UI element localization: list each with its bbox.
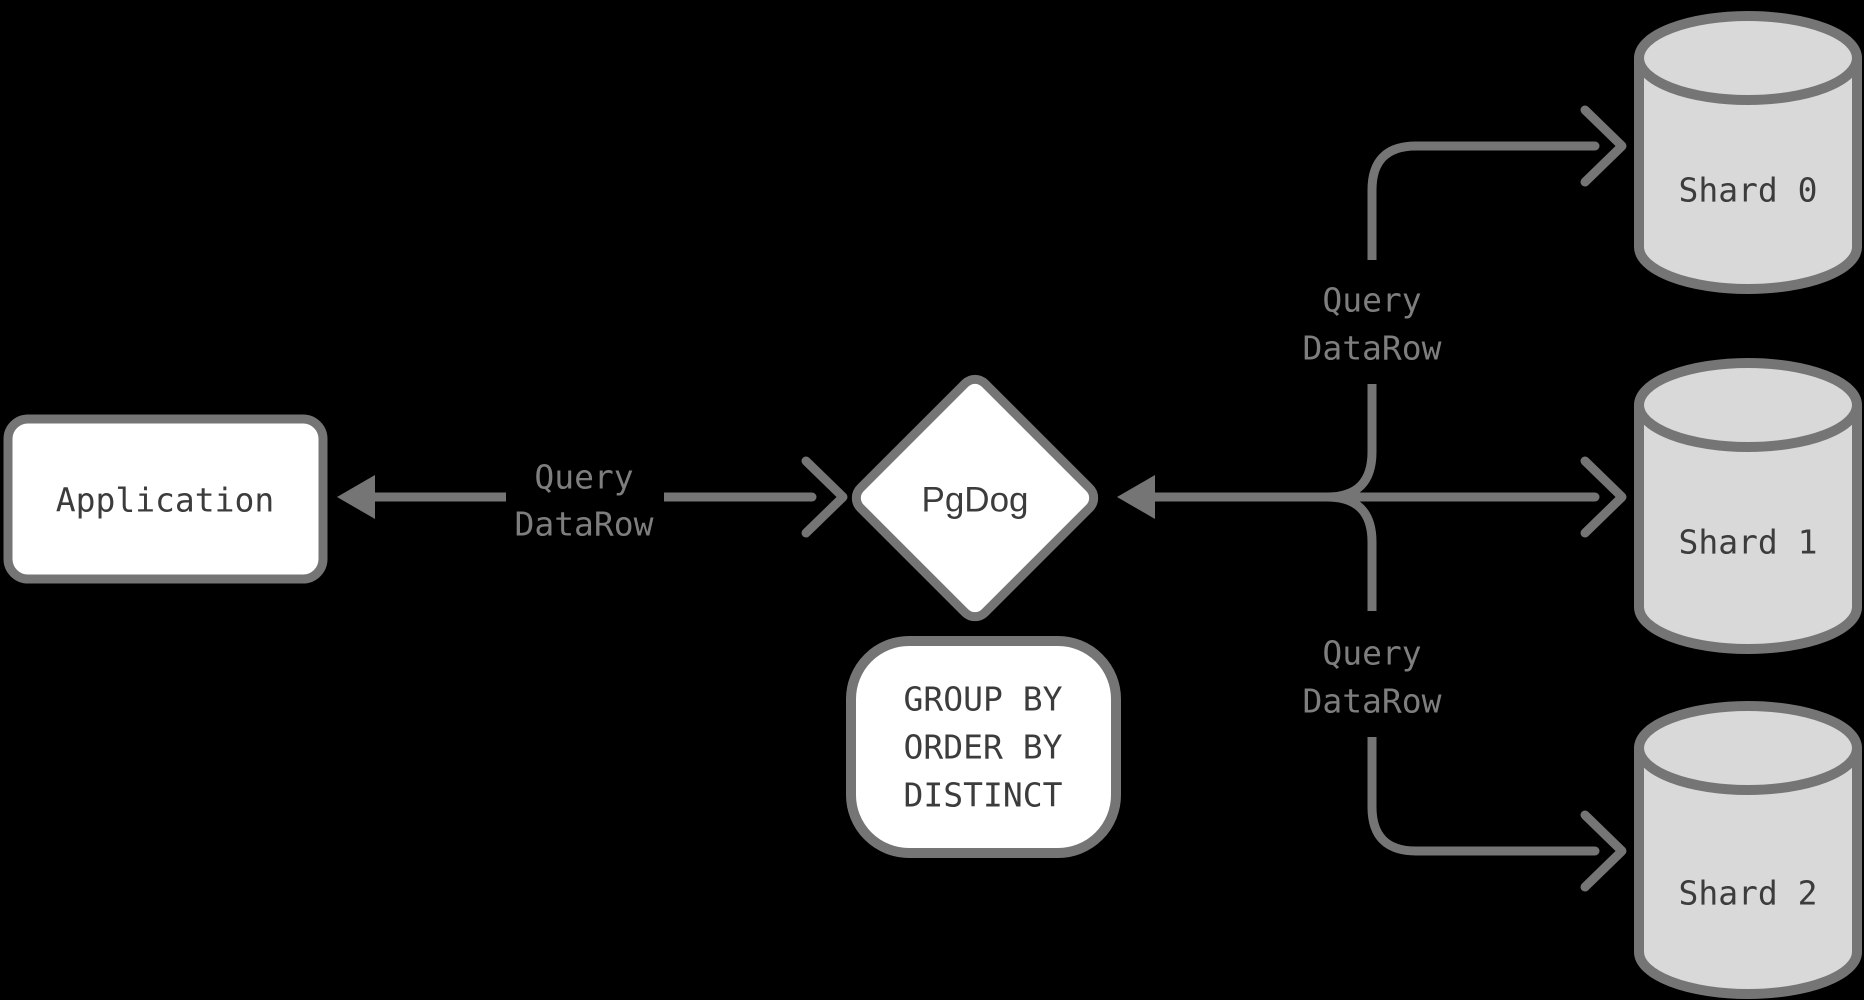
arrowhead-to-shard1-icon xyxy=(1580,456,1627,538)
database-cylinder-top-icon xyxy=(1634,11,1862,105)
shard-0-label: Shard 0 xyxy=(1678,171,1817,210)
arrowhead-to-application-icon xyxy=(337,475,375,519)
shard2-branch-label-line2: DataRow xyxy=(1302,682,1441,721)
shard-2-node: Shard 2 xyxy=(1634,701,1862,999)
operations-note-line1: GROUP BY xyxy=(904,680,1063,719)
shard0-branch-label-line2: DataRow xyxy=(1302,329,1441,368)
operations-note-line3: DISTINCT xyxy=(904,776,1063,815)
pgdog-shards-arrow: Query DataRow Query DataRow xyxy=(1117,105,1627,892)
arrowhead-to-pgdog-icon xyxy=(1117,475,1155,519)
shard-1-label: Shard 1 xyxy=(1678,523,1817,562)
database-cylinder-top-icon xyxy=(1634,701,1862,795)
shard0-branch-label-line1: Query xyxy=(1322,281,1421,320)
pgdog-diamond xyxy=(851,374,1099,622)
shard-2-label: Shard 2 xyxy=(1678,874,1817,913)
database-cylinder-icon xyxy=(1634,748,1862,999)
shard0-branch-label-backdrop xyxy=(1297,260,1449,384)
application-box xyxy=(3,414,328,584)
operations-note-box xyxy=(846,636,1121,858)
shard-1-node: Shard 1 xyxy=(1634,358,1862,654)
application-label: Application xyxy=(56,481,275,520)
shard2-branch-label-line1: Query xyxy=(1322,634,1421,673)
app-pgdog-arrow: Query DataRow xyxy=(337,452,848,544)
app-pgdog-label-backdrop xyxy=(506,452,664,544)
database-cylinder-icon xyxy=(1634,405,1862,654)
database-cylinder-icon xyxy=(1634,58,1862,294)
operations-note: GROUP BY ORDER BY DISTINCT xyxy=(846,636,1121,858)
shard2-branch-label-backdrop xyxy=(1297,611,1449,737)
arrowhead-to-shard2-icon xyxy=(1580,810,1627,892)
pgdog-label: PgDog xyxy=(921,481,1028,520)
app-pgdog-label-line2: DataRow xyxy=(514,505,653,544)
arrowhead-to-shard0-icon xyxy=(1580,105,1627,187)
operations-note-line2: ORDER BY xyxy=(904,728,1063,767)
application-node: Application xyxy=(3,414,328,584)
app-pgdog-label-line1: Query xyxy=(534,458,633,497)
arrowhead-to-pgdog-icon xyxy=(801,456,848,538)
pgdog-node: PgDog xyxy=(851,374,1099,622)
database-cylinder-top-icon xyxy=(1634,358,1862,452)
shard-0-node: Shard 0 xyxy=(1634,11,1862,294)
